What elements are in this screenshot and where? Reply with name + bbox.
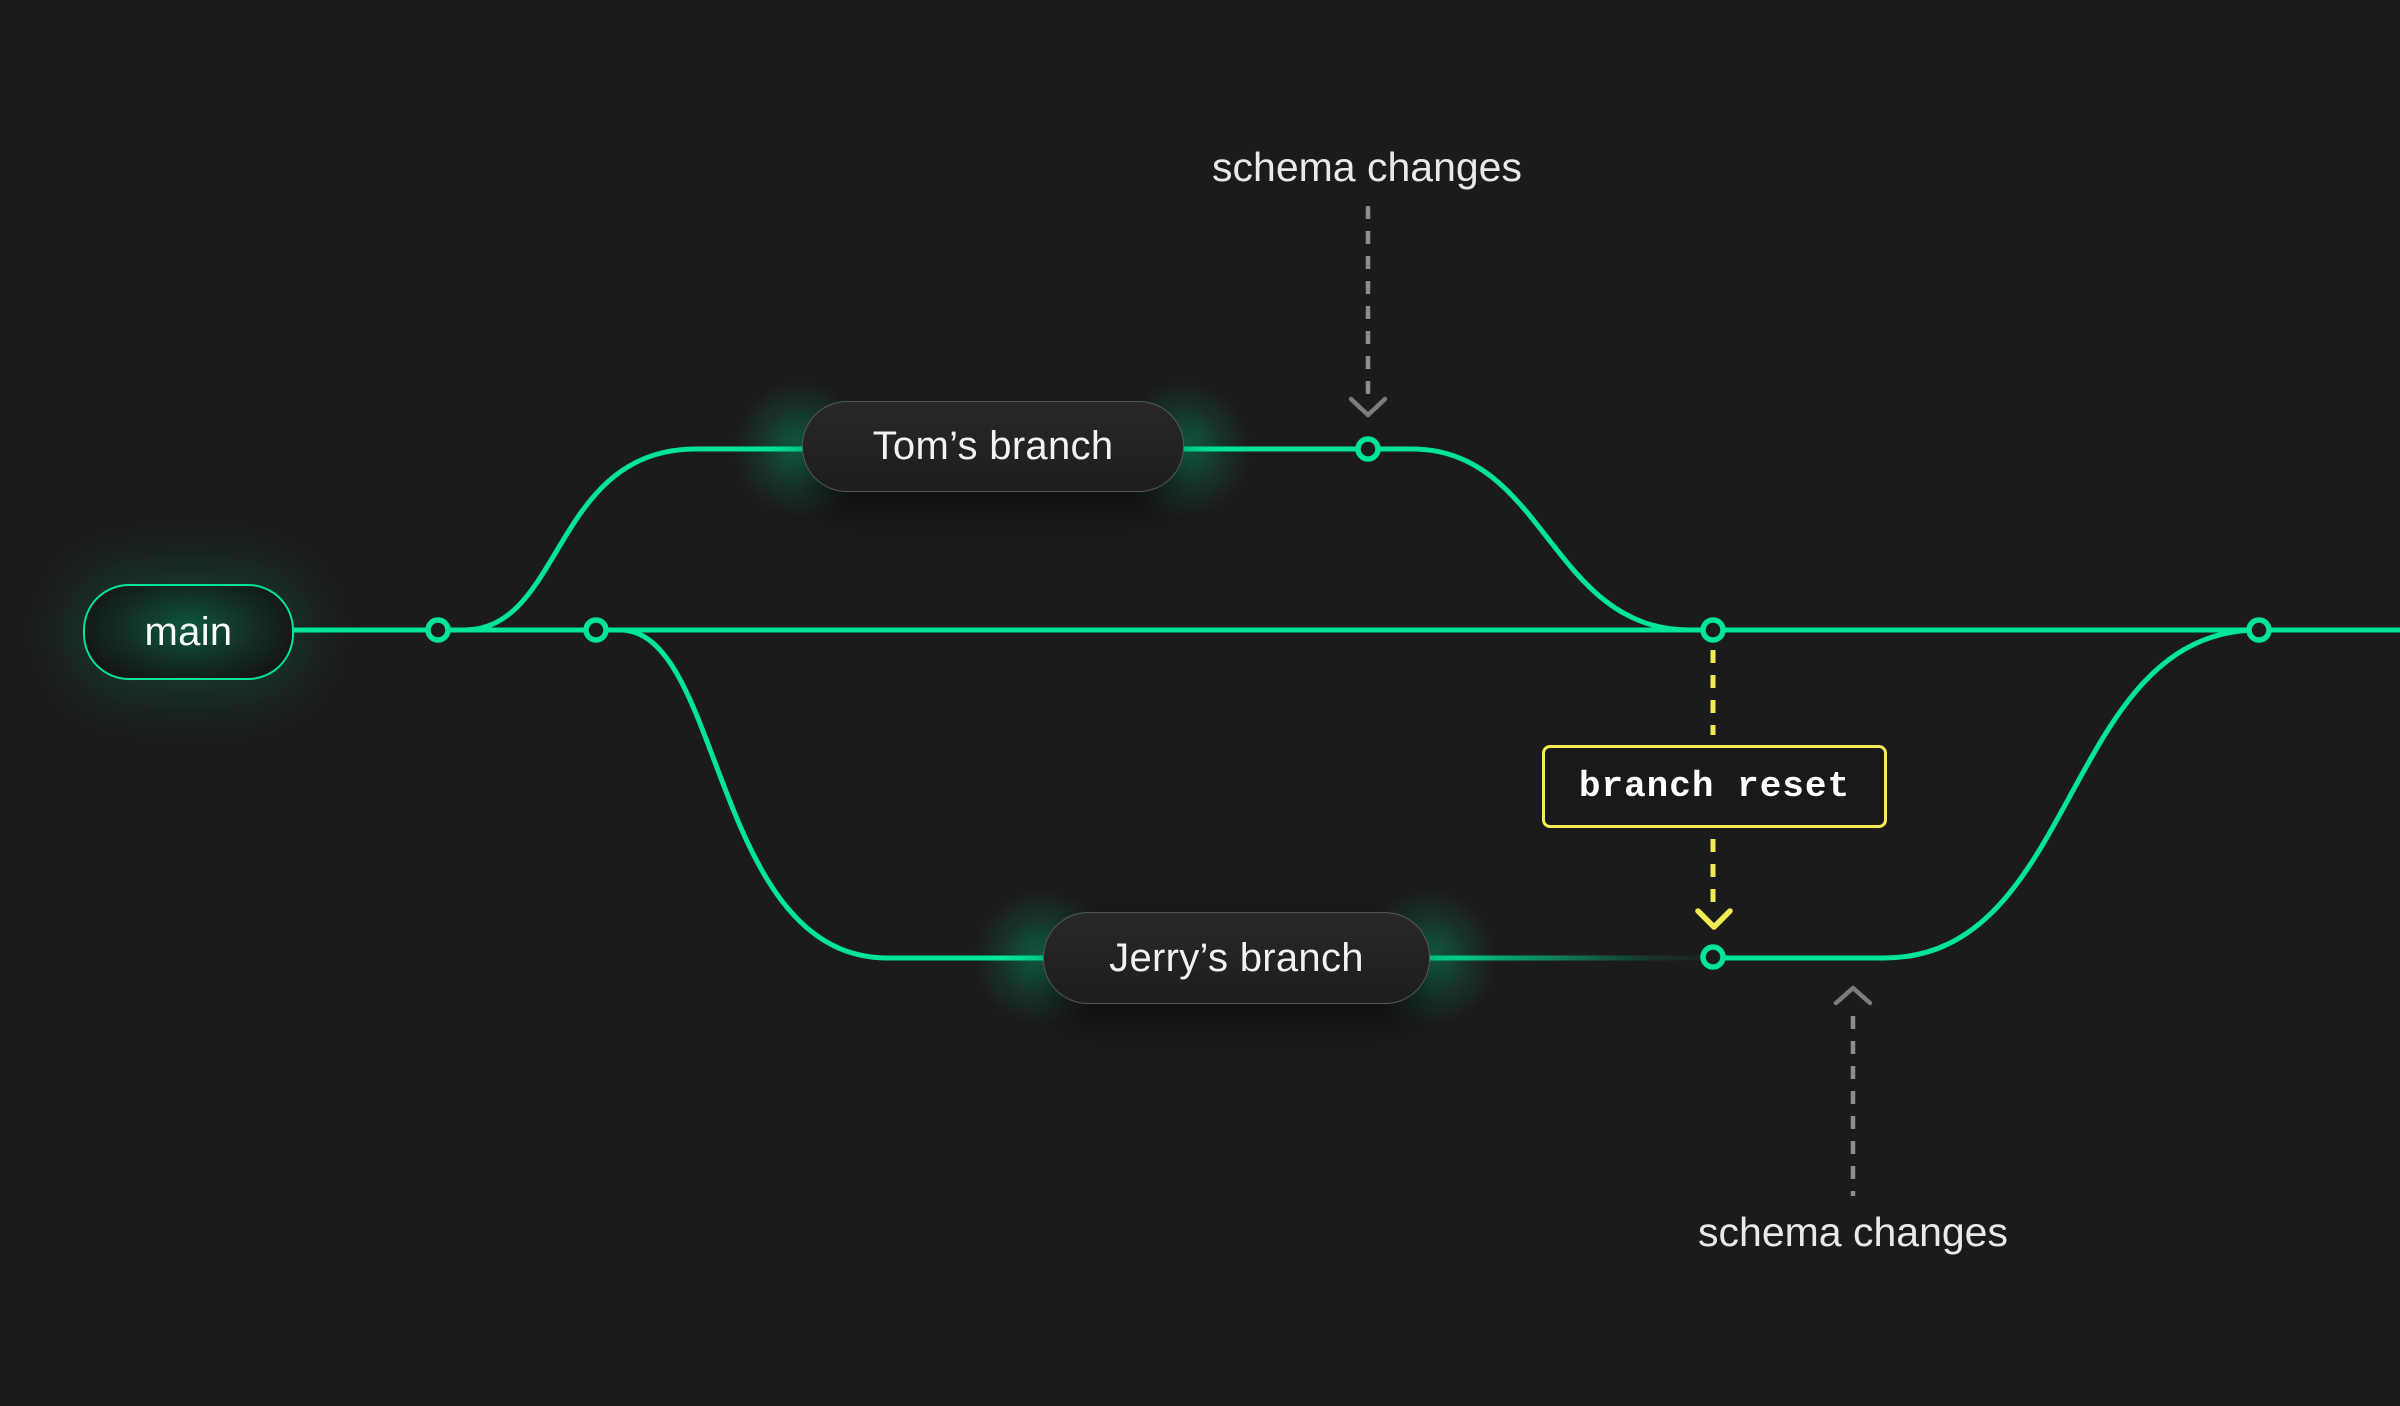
branch-reset-label: branch reset bbox=[1578, 766, 1851, 807]
commit-dot-jerry-fork bbox=[583, 617, 609, 643]
schema-changes-annotation-top: schema changes bbox=[1212, 144, 1522, 190]
tom-branch-pill: Tom’s branch bbox=[802, 401, 1184, 492]
commit-dot-merge bbox=[2246, 617, 2272, 643]
jerry-branch-merge-line bbox=[1711, 627, 2262, 961]
jerry-branch-line bbox=[593, 627, 1431, 961]
branch-reset-badge: branch reset bbox=[1542, 745, 1887, 828]
main-branch-pill: main bbox=[83, 584, 294, 680]
tom-branch-line bbox=[435, 446, 1717, 633]
schema-changes-annotation-bottom: schema changes bbox=[1698, 1209, 2008, 1255]
tom-branch-label: Tom’s branch bbox=[872, 424, 1114, 468]
chevron-up-icon bbox=[1833, 985, 1873, 1006]
commit-dot-jerry-reset-target bbox=[1700, 944, 1726, 970]
commit-dot-main-reset-source bbox=[1700, 617, 1726, 643]
commit-dot-tom-schema-change bbox=[1355, 436, 1381, 462]
jerry-branch-pill: Jerry’s branch bbox=[1043, 912, 1430, 1004]
main-branch-label: main bbox=[144, 609, 233, 654]
chevron-down-yellow-icon bbox=[1695, 908, 1733, 930]
commit-dot-tom-fork bbox=[425, 617, 451, 643]
jerry-branch-label: Jerry’s branch bbox=[1109, 935, 1364, 980]
chevron-down-icon bbox=[1348, 396, 1388, 418]
